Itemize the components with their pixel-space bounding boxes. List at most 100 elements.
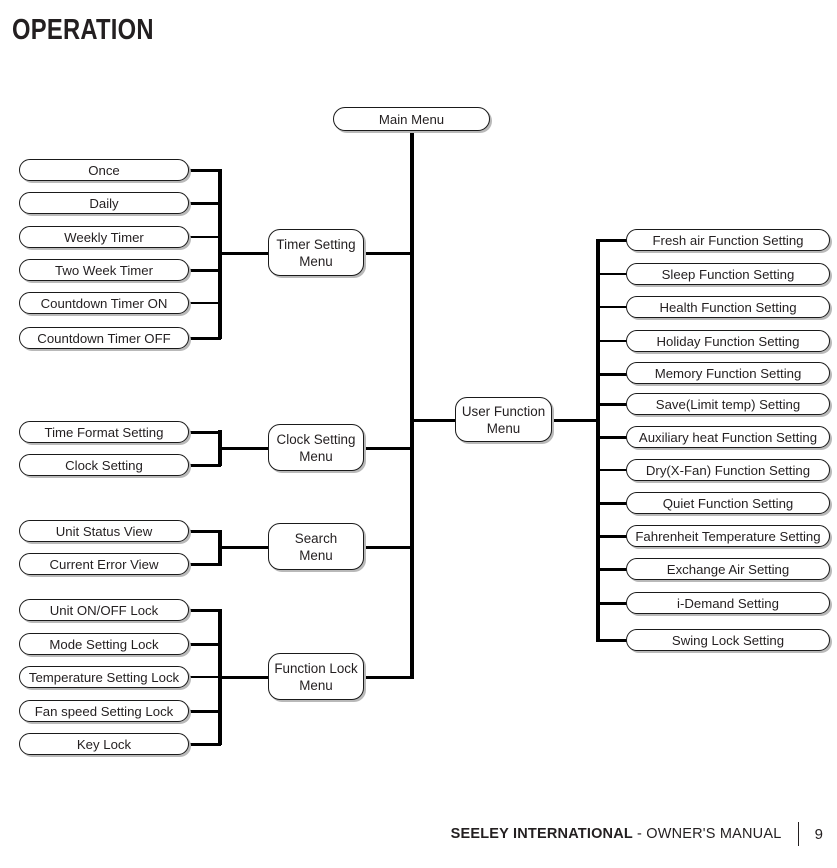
- leaf-line-temperature-setting-lock: [187, 676, 221, 678]
- node-swing-lock-setting[interactable]: Swing Lock Setting: [626, 629, 830, 651]
- node-label: Fahrenheit Temperature Setting: [635, 528, 821, 544]
- node-health-function-setting[interactable]: Health Function Setting: [626, 296, 830, 318]
- leaf-line-health: [598, 306, 630, 308]
- node-clock-setting[interactable]: Clock Setting: [19, 454, 189, 476]
- leaf-line-holiday: [598, 340, 630, 342]
- node-fahrenheit-temperature-setting[interactable]: Fahrenheit Temperature Setting: [626, 525, 830, 547]
- footer-subtitle: - OWNER'S MANUAL: [636, 826, 782, 842]
- node-label: Fresh air Function Setting: [652, 232, 804, 248]
- node-mode-setting-lock[interactable]: Mode Setting Lock: [19, 633, 189, 655]
- node-daily[interactable]: Daily: [19, 192, 189, 214]
- node-label: Mode Setting Lock: [49, 636, 159, 652]
- trunk-stub-search: [362, 546, 414, 549]
- node-auxiliary-heat-function-setting[interactable]: Auxiliary heat Function Setting: [626, 426, 830, 448]
- node-label: Time Format Setting: [44, 424, 164, 440]
- leaf-line-dry-xfan: [598, 469, 630, 471]
- leaf-line-two-week-timer: [187, 269, 221, 272]
- node-weekly-timer[interactable]: Weekly Timer: [19, 226, 189, 248]
- leaf-line-fresh-air: [598, 239, 630, 242]
- node-current-error-view[interactable]: Current Error View: [19, 553, 189, 575]
- node-dry-x-fan-function-setting[interactable]: Dry(X-Fan) Function Setting: [626, 459, 830, 481]
- bus-user-stub-hub: [551, 419, 599, 422]
- trunk-stub-timer: [362, 252, 414, 255]
- leaf-line-daily: [187, 202, 221, 205]
- node-holiday-function-setting[interactable]: Holiday Function Setting: [626, 330, 830, 352]
- node-label: Temperature Setting Lock: [28, 669, 180, 685]
- node-label: Auxiliary heat Function Setting: [638, 429, 818, 445]
- leaf-line-countdown-on: [187, 302, 221, 304]
- footer-brand: SEELEY INTERNATIONAL: [450, 826, 633, 842]
- trunk-stub-clock: [362, 447, 414, 450]
- node-label: i-Demand Setting: [677, 595, 779, 611]
- node-once[interactable]: Once: [19, 159, 189, 181]
- leaf-line-key-lock: [187, 743, 221, 746]
- node-label: Holiday Function Setting: [656, 333, 800, 349]
- leaf-line-unit-status-view: [187, 530, 221, 533]
- node-label: Save(Limit temp) Setting: [655, 396, 801, 412]
- node-label: Daily: [89, 195, 119, 211]
- leaf-line-exchange-air: [598, 568, 630, 571]
- leaf-line-sleep: [598, 273, 630, 275]
- node-label: Current Error View: [49, 556, 159, 572]
- node-time-format-setting[interactable]: Time Format Setting: [19, 421, 189, 443]
- node-label: Memory Function Setting: [654, 365, 802, 381]
- leaf-line-mode-setting-lock: [187, 643, 221, 646]
- node-unit-status-view[interactable]: Unit Status View: [19, 520, 189, 542]
- node-exchange-air-setting[interactable]: Exchange Air Setting: [626, 558, 830, 580]
- leaf-line-swing-lock: [598, 639, 630, 642]
- bus-user: [596, 239, 600, 642]
- node-label: Two Week Timer: [55, 262, 153, 278]
- leaf-line-once: [187, 169, 221, 172]
- node-save-limit-temp-setting[interactable]: Save(Limit temp) Setting: [626, 393, 830, 415]
- node-sleep-function-setting[interactable]: Sleep Function Setting: [626, 263, 830, 285]
- bus-search-stub-hub: [218, 546, 270, 549]
- footer-content: SEELEY INTERNATIONAL - OWNER'S MANUAL 9: [451, 822, 823, 846]
- node-label: Dry(X-Fan) Function Setting: [645, 462, 811, 478]
- node-quiet-function-setting[interactable]: Quiet Function Setting: [626, 492, 830, 514]
- leaf-line-save-limit-temp: [598, 403, 630, 406]
- node-unit-on-off-lock[interactable]: Unit ON/OFF Lock: [19, 599, 189, 621]
- node-temperature-setting-lock[interactable]: Temperature Setting Lock: [19, 666, 189, 688]
- page-footer: SEELEY INTERNATIONAL - OWNER'S MANUAL 9: [0, 822, 837, 846]
- footer-divider: [797, 822, 799, 846]
- leaf-line-countdown-off: [187, 337, 221, 340]
- node-countdown-timer-on[interactable]: Countdown Timer ON: [19, 292, 189, 314]
- leaf-line-fahrenheit: [598, 535, 630, 538]
- trunk-stub-user: [410, 419, 455, 422]
- node-label: Sleep Function Setting: [661, 266, 795, 282]
- node-i-demand-setting[interactable]: i-Demand Setting: [626, 592, 830, 614]
- bus-clock-stub-hub: [218, 447, 270, 450]
- page-title: OPERATION: [12, 14, 154, 46]
- node-label: Weekly Timer: [64, 229, 144, 245]
- node-fan-speed-setting-lock[interactable]: Fan speed Setting Lock: [19, 700, 189, 722]
- trunk-stub-lock: [362, 676, 414, 679]
- node-label: Countdown Timer ON: [40, 295, 168, 311]
- node-fresh-air-function-setting[interactable]: Fresh air Function Setting: [626, 229, 830, 251]
- node-main-menu[interactable]: Main Menu: [333, 107, 490, 131]
- leaf-line-memory: [598, 373, 630, 376]
- node-label: Exchange Air Setting: [666, 561, 790, 577]
- node-memory-function-setting[interactable]: Memory Function Setting: [626, 362, 830, 384]
- leaf-line-unit-onoff-lock: [187, 609, 221, 612]
- leaf-line-i-demand: [598, 602, 630, 605]
- node-two-week-timer[interactable]: Two Week Timer: [19, 259, 189, 281]
- node-label: Unit ON/OFF Lock: [49, 602, 159, 618]
- leaf-line-fan-speed-setting-lock: [187, 710, 221, 713]
- node-countdown-timer-off[interactable]: Countdown Timer OFF: [19, 327, 189, 349]
- leaf-line-clock-setting: [187, 464, 221, 467]
- node-key-lock[interactable]: Key Lock: [19, 733, 189, 755]
- node-label: Quiet Function Setting: [662, 495, 794, 511]
- footer-page-number: 9: [814, 825, 823, 843]
- leaf-line-current-error-view: [187, 563, 221, 566]
